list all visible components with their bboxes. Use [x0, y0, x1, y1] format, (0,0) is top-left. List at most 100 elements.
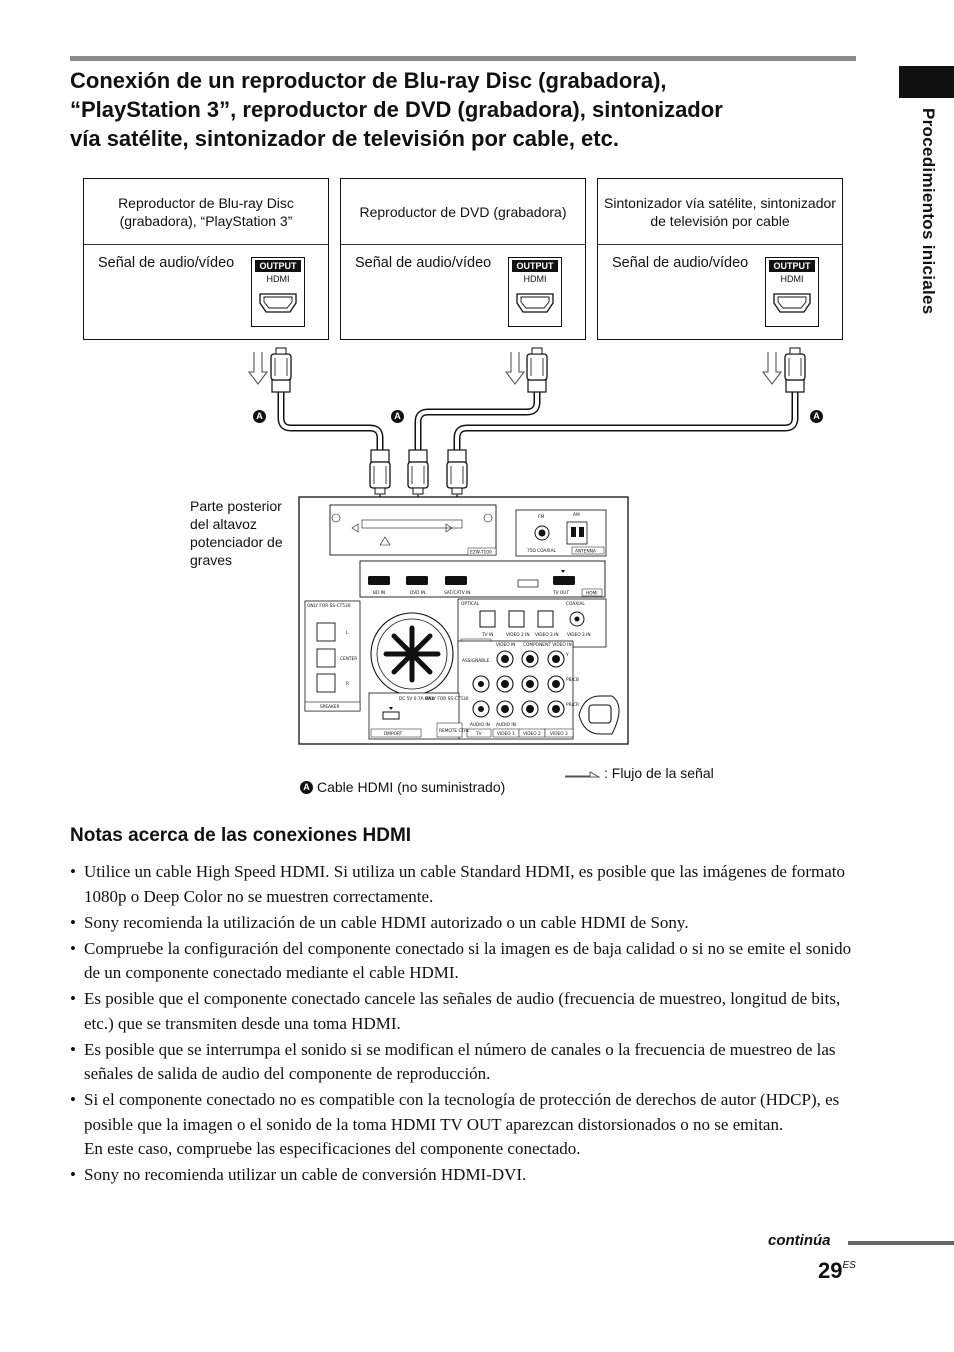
connection-diagram: EZW-T100 FM AM 75Ω COAXIAL ANTENNA BD IN…: [248, 347, 806, 745]
top-rule: [70, 56, 856, 61]
signal-label: Señal de audio/vídeo: [355, 255, 492, 271]
list-item: Compruebe la configuración del component…: [70, 937, 860, 986]
svg-text:VIDEO IN: VIDEO IN: [496, 642, 515, 648]
notes-heading: Notas acerca de las conexiones HDMI: [70, 825, 412, 846]
svg-text:Y: Y: [565, 652, 569, 658]
svg-text:OPTICAL: OPTICAL: [461, 601, 480, 607]
svg-text:VIDEO 3: VIDEO 3: [550, 731, 568, 737]
signal-label: Señal de audio/vídeo: [612, 255, 749, 271]
legend-flow: : Flujo de la señal: [564, 765, 714, 781]
svg-text:ONLY FOR SS-CT530: ONLY FOR SS-CT530: [307, 603, 351, 609]
legend-cable: A Cable HDMI (no suministrado): [300, 779, 505, 795]
hdmi-cable-1: [277, 392, 384, 455]
list-item: Utilice un cable High Speed HDMI. Si uti…: [70, 860, 860, 909]
svg-text:TV: TV: [475, 731, 482, 737]
svg-text:PB/CB: PB/CB: [566, 677, 579, 683]
hdmi-cable-3: [453, 392, 799, 455]
cable-marker-a: A: [253, 410, 266, 423]
hdmi-output-port: OUTPUT HDMI: [251, 257, 305, 327]
subwoofer-rear-panel: EZW-T100 FM AM 75Ω COAXIAL ANTENNA BD IN…: [298, 496, 629, 745]
hdmi-cable-2: [414, 392, 541, 455]
svg-text:ONLY FOR SS-CT530: ONLY FOR SS-CT530: [425, 696, 469, 702]
svg-text:75Ω COAXIAL: 75Ω COAXIAL: [527, 548, 557, 554]
rear-panel-caption: Parte posterior del altavoz potenciador …: [190, 498, 283, 568]
hdmi-output-port: OUTPUT HDMI: [508, 257, 562, 327]
svg-text:VIDEO 1: VIDEO 1: [497, 731, 515, 737]
svg-text:R: R: [346, 681, 349, 687]
svg-text:DMPORT: DMPORT: [384, 731, 403, 737]
legend-flow-label: : Flujo de la señal: [604, 765, 714, 781]
device-name: Reproductor de DVD (grabadora): [341, 179, 585, 245]
list-item: Sony recomienda la utilización de un cab…: [70, 911, 860, 936]
port-label: HDMI: [266, 274, 290, 284]
svg-text:HDMI: HDMI: [586, 591, 598, 597]
signal-flow-arrow-1: [248, 351, 268, 385]
hdmi-plug-bottom-2: [407, 449, 429, 495]
svg-text:L: L: [346, 630, 349, 636]
list-item: Es posible que se interrumpa el sonido s…: [70, 1038, 860, 1087]
svg-text:VIDEO 3 IN: VIDEO 3 IN: [567, 632, 591, 638]
side-tab-label: Procedimientos iniciales: [919, 108, 938, 315]
page-number: 29ES: [818, 1258, 856, 1283]
signal-flow-arrow-3: [762, 351, 782, 385]
svg-text:FM: FM: [538, 514, 544, 520]
svg-text:CENTER: CENTER: [340, 656, 357, 662]
svg-text:REMOTE CTRL: REMOTE CTRL: [439, 728, 470, 734]
device-name: Reproductor de Blu-ray Disc (grabadora),…: [84, 179, 328, 245]
page-suffix: ES: [842, 1260, 856, 1271]
svg-text:EZW-T100: EZW-T100: [470, 550, 492, 556]
svg-text:COAXIAL: COAXIAL: [566, 601, 585, 607]
title-line-1: Conexión de un reproductor de Blu-ray Di…: [70, 68, 667, 93]
svg-text:ASSIGNABLE: ASSIGNABLE: [462, 658, 489, 664]
svg-text:BD IN: BD IN: [373, 590, 385, 596]
list-item: Si el componente conectado no es compati…: [70, 1088, 860, 1162]
svg-text:SPEAKER: SPEAKER: [320, 704, 340, 710]
svg-text:AUDIO IN: AUDIO IN: [470, 722, 490, 728]
signal-flow-icon: [565, 771, 600, 778]
side-tab-marker: [899, 66, 954, 98]
svg-text:COMPONENT VIDEO IN: COMPONENT VIDEO IN: [523, 642, 572, 648]
list-item-extra: En este caso, compruebe las especificaci…: [84, 1139, 581, 1158]
device-box-tuner: Sintonizador vía satélite, sintonizador …: [597, 178, 843, 340]
svg-text:ANTENNA: ANTENNA: [575, 549, 596, 555]
cable-marker-a: A: [810, 410, 823, 423]
output-badge: OUTPUT: [255, 260, 301, 272]
legend-cable-label: Cable HDMI (no suministrado): [317, 779, 506, 795]
hdmi-plug-bottom-3: [446, 449, 468, 495]
device-name: Sintonizador vía satélite, sintonizador …: [598, 179, 842, 245]
svg-text:PR/CR: PR/CR: [566, 702, 579, 708]
title-line-2: “PlayStation 3”, reproductor de DVD (gra…: [70, 97, 723, 122]
port-label: HDMI: [780, 274, 804, 284]
cable-marker-a: A: [391, 410, 404, 423]
hdmi-plug-top-2: [526, 347, 548, 393]
svg-text:AUDIO IN: AUDIO IN: [496, 722, 516, 728]
continues-label: continúa: [768, 1232, 831, 1249]
hdmi-plug-bottom-1: [369, 449, 391, 495]
hdmi-socket-icon: [772, 292, 811, 313]
port-label: HDMI: [523, 274, 547, 284]
notes-list: Utilice un cable High Speed HDMI. Si uti…: [70, 860, 860, 1189]
svg-text:VIDEO 3 IN: VIDEO 3 IN: [535, 632, 559, 638]
svg-text:SAT/CATV IN: SAT/CATV IN: [444, 590, 471, 596]
device-box-dvd: Reproductor de DVD (grabadora) Señal de …: [340, 178, 586, 340]
svg-text:VIDEO 2: VIDEO 2: [523, 731, 541, 737]
svg-text:VIDEO 2 IN: VIDEO 2 IN: [506, 632, 530, 638]
svg-text:TV OUT: TV OUT: [552, 590, 569, 596]
hdmi-socket-icon: [258, 292, 297, 313]
svg-text:DVD IN: DVD IN: [410, 590, 425, 596]
hdmi-plug-top-1: [270, 347, 292, 393]
title-line-3: vía satélite, sintonizador de televisión…: [70, 126, 619, 151]
signal-label: Señal de audio/vídeo: [98, 255, 235, 271]
device-box-bluray: Reproductor de Blu-ray Disc (grabadora),…: [83, 178, 329, 340]
page-title: Conexión de un reproductor de Blu-ray Di…: [70, 66, 870, 153]
list-item: Sony no recomienda utilizar un cable de …: [70, 1163, 860, 1188]
signal-flow-arrow-2: [505, 351, 525, 385]
hdmi-output-port: OUTPUT HDMI: [765, 257, 819, 327]
hdmi-plug-top-3: [784, 347, 806, 393]
svg-text:TV IN: TV IN: [481, 632, 493, 638]
svg-text:DC 5V 0.7A MAX: DC 5V 0.7A MAX: [399, 696, 434, 702]
hdmi-socket-icon: [515, 292, 554, 313]
output-badge: OUTPUT: [512, 260, 558, 272]
continues-bar: [848, 1241, 954, 1245]
list-item: Es posible que el componente conectado c…: [70, 987, 860, 1036]
